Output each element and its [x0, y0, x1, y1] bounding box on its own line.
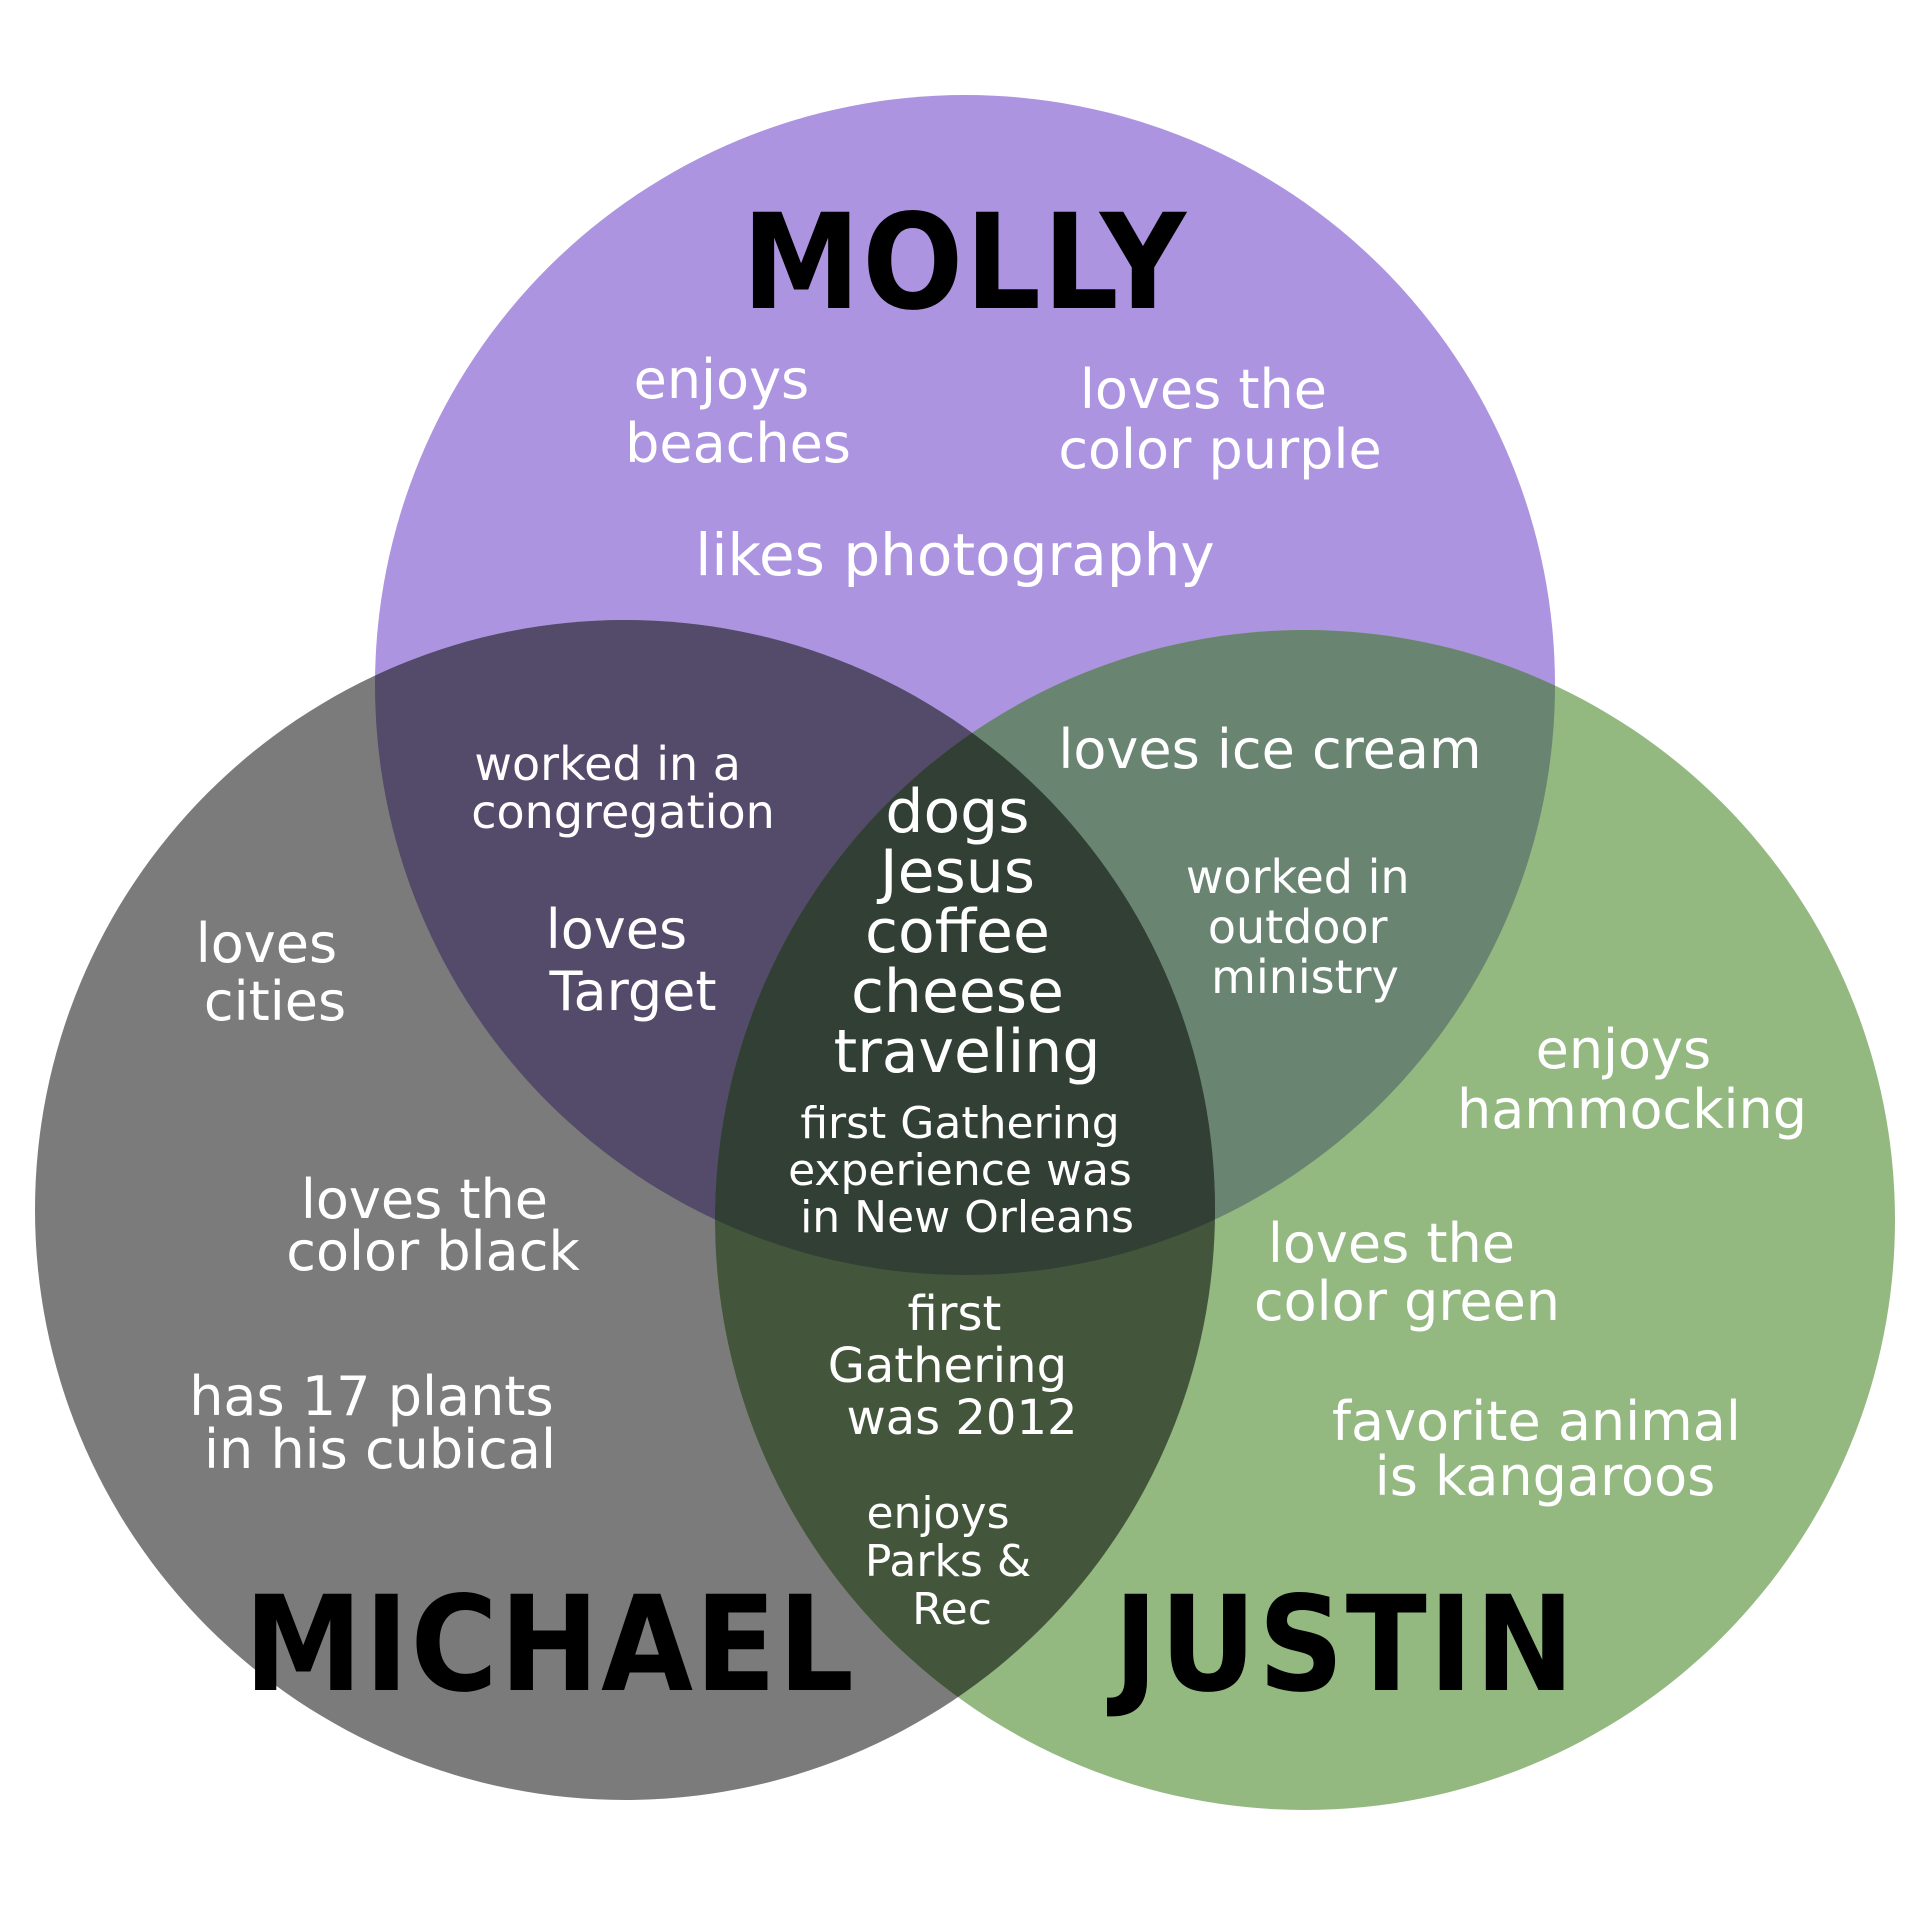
molly-item-photography: likes photography [695, 521, 1214, 589]
justin-item-kangaroos: favorite animal is kangaroos [1332, 1390, 1758, 1508]
michael-item-plants: has 17 plants in his cubical [189, 1365, 571, 1481]
mm-item-target: loves Target [546, 898, 717, 1023]
justin-item-green: loves the color green [1254, 1212, 1560, 1333]
mm-item-congregation: worked in a congregation [471, 737, 775, 839]
mj-item-ice-cream: loves ice cream [1058, 718, 1481, 781]
michael-name: MICHAEL [244, 1568, 856, 1722]
justin-name: JUSTIN [1107, 1568, 1577, 1722]
molly-item-purple: loves the color purple [1058, 358, 1381, 481]
molly-name: MOLLY [742, 186, 1188, 340]
mj-item-ministry: worked in outdoor ministry [1186, 850, 1424, 1004]
center-overlap [715, 630, 1215, 1275]
all-item-favorites: dogs Jesus coffee cheese traveling [834, 777, 1101, 1087]
justin-item-hammocking: enjoys hammocking [1457, 1018, 1807, 1141]
xj-item-parks-rec: enjoys Parks & Rec [865, 1488, 1045, 1635]
michael-item-cities: loves cities [196, 912, 355, 1033]
molly-item-beaches: enjoys beaches [625, 348, 851, 475]
michael-item-black: loves the color black [286, 1168, 580, 1283]
all-item-new-orleans: first Gathering experience was in New Or… [788, 1098, 1146, 1243]
xj-item-2012: first Gathering was 2012 [828, 1286, 1083, 1446]
